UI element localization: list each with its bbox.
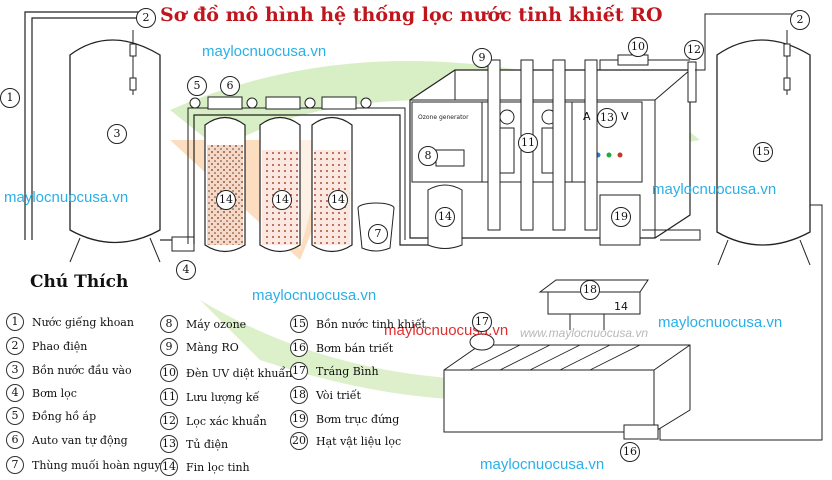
bacteria-filter <box>687 61 697 103</box>
watermark-text: maylocnuocusa.vn <box>252 287 377 304</box>
pressure-gauges <box>189 97 372 109</box>
logo-lower-swoosh <box>200 300 680 400</box>
uv-lamp <box>617 54 649 66</box>
marker-13: 13 <box>597 108 617 128</box>
marker-14: 14 <box>272 190 292 210</box>
marker-1: 1 <box>0 88 20 108</box>
marker-3: 3 <box>107 124 127 144</box>
marker-19: 19 <box>611 207 631 227</box>
semi-auto-pump <box>623 424 659 440</box>
sand-filter-column <box>204 116 246 253</box>
ammeter-letter: A <box>583 110 591 123</box>
watermark-text: maylocnuocusa.vn <box>652 181 777 198</box>
well-pipe <box>24 11 145 240</box>
marker-10: 10 <box>628 37 648 57</box>
diagram-title: Sơ đồ mô hình hệ thống lọc nước tinh khi… <box>160 4 663 26</box>
marker-15: 15 <box>753 142 773 162</box>
main-pipe <box>193 114 430 246</box>
resin-filter-column <box>259 116 301 253</box>
ozone-generator <box>411 101 483 183</box>
auto-valve-2 <box>265 96 301 110</box>
marker-2: 2 <box>790 10 810 30</box>
marker-11: 11 <box>518 133 538 153</box>
marker-4: 4 <box>176 260 196 280</box>
marker-17: 17 <box>472 312 492 332</box>
marker-2: 2 <box>136 8 156 28</box>
marker-6: 6 <box>220 76 240 96</box>
marker-14: 14 <box>328 190 348 210</box>
marker-9: 9 <box>472 48 492 68</box>
watermark-text: maylocnuocusa.vn <box>4 189 129 206</box>
marker-5: 5 <box>187 76 207 96</box>
marker-14: 14 <box>216 190 236 210</box>
filling-panel-number: 14 <box>614 300 628 313</box>
marker-8: 8 <box>418 146 438 166</box>
marker-14: 14 <box>435 207 455 227</box>
watermark-text: maylocnuocusa.vn <box>480 456 605 473</box>
pump-filter <box>171 236 195 252</box>
marker-16: 16 <box>620 442 640 462</box>
ro-membranes <box>487 59 598 231</box>
marker-12: 12 <box>684 40 704 60</box>
voltmeter-letter: V <box>621 110 629 123</box>
ozone-generator-label: Ozone generator <box>418 114 469 121</box>
auto-valve-1 <box>207 96 243 110</box>
faded-watermark: www.maylocnuocusa.vn <box>520 326 649 340</box>
auto-valve-3 <box>321 96 357 110</box>
watermark-text: maylocnuocusa.vn <box>658 314 783 331</box>
marker-18: 18 <box>580 280 600 300</box>
legend-title: Chú Thích <box>30 272 129 292</box>
watermark-text: maylocnuocusa.vn <box>202 43 327 60</box>
marker-7: 7 <box>368 224 388 244</box>
input-tank <box>69 30 161 263</box>
bottle-filling-station <box>443 279 691 440</box>
float-switch-top <box>129 43 137 57</box>
carbon-filter-column <box>311 116 353 253</box>
